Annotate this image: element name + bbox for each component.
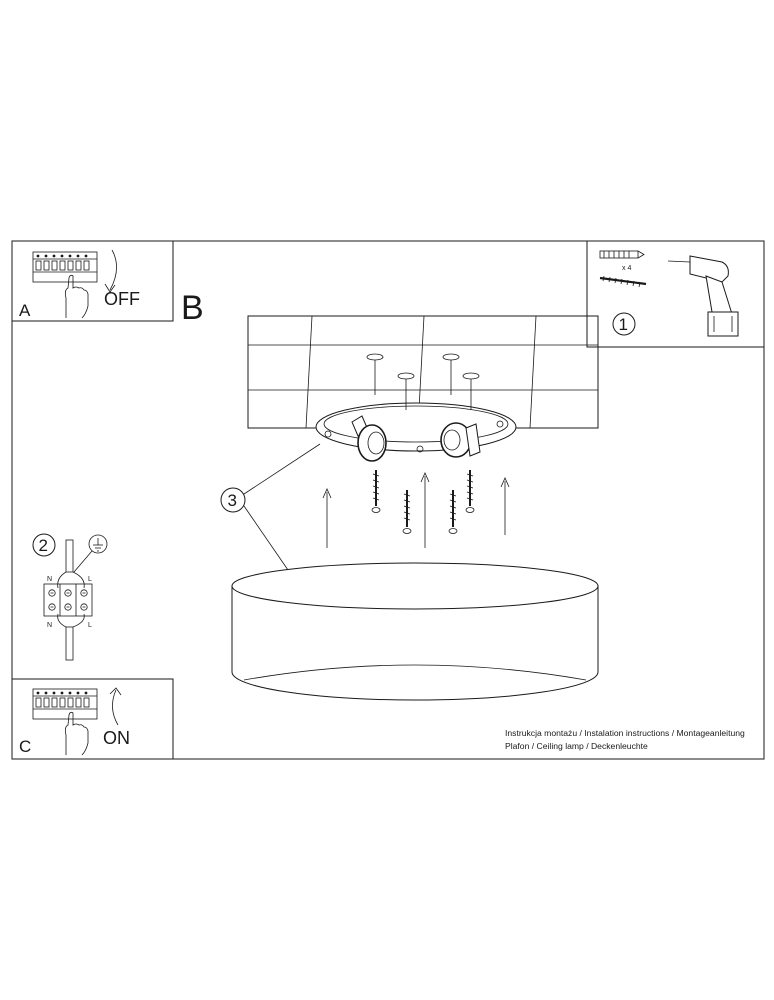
cable-connector-left <box>351 415 387 462</box>
tools-panel-border <box>586 240 765 348</box>
cable <box>57 539 85 661</box>
dowel-quantity: x 4 <box>622 265 631 272</box>
lamp-callout: 3 <box>220 443 321 571</box>
terminal-block-icon <box>43 583 93 617</box>
up-arrow-icon <box>322 472 510 548</box>
circuit-breaker-icon <box>32 688 98 720</box>
tools-panel: x 4 1 <box>586 240 765 348</box>
caption-line-1: Instrukcja montażu / Instalation instruc… <box>505 728 745 738</box>
panel-c-letter: C <box>19 737 31 756</box>
screw-icon <box>371 470 475 534</box>
ceiling-block <box>247 315 599 429</box>
hand-icon <box>64 711 89 756</box>
step-3-badge <box>220 487 246 513</box>
mounting-plate <box>315 402 517 453</box>
earth-ground-icon <box>73 534 108 573</box>
panel-a-border <box>11 240 174 322</box>
panel-b-letter: B <box>181 289 204 327</box>
step-1-badge <box>612 312 636 336</box>
terminal-label-l-top: L <box>88 576 92 583</box>
step-1-number: 1 <box>619 315 628 334</box>
terminal-label-l-bottom: L <box>88 622 92 629</box>
panel-c: C ON <box>11 678 174 760</box>
rotate-arrow-icon <box>109 249 117 291</box>
step-2-number: 2 <box>39 536 48 555</box>
wiring-detail: 2 N L N L <box>32 533 108 661</box>
panel-a: A OFF <box>11 240 174 322</box>
panel-c-action: ON <box>103 728 130 748</box>
drill-icon <box>667 255 739 337</box>
panel-c-border <box>11 678 174 760</box>
rotate-arrow-icon <box>112 689 119 726</box>
wall-plug-icon <box>366 353 480 410</box>
terminal-label-n-top: N <box>47 576 52 583</box>
cable-connector-right <box>440 422 481 458</box>
terminal-label-n-bottom: N <box>47 622 52 629</box>
screw-icon <box>599 275 647 288</box>
circuit-breaker-icon <box>32 251 98 283</box>
outer-frame <box>11 240 765 760</box>
wall-plug-icon <box>599 250 645 259</box>
panel-a-action: OFF <box>104 289 140 309</box>
step-3-number: 3 <box>228 491 237 510</box>
step-2-badge <box>32 533 56 557</box>
hand-icon <box>64 274 89 319</box>
lamp-shade <box>231 562 599 701</box>
caption-line-2: Plafon / Ceiling lamp / Deckenleuchte <box>505 741 648 751</box>
panel-a-letter: A <box>19 301 31 320</box>
